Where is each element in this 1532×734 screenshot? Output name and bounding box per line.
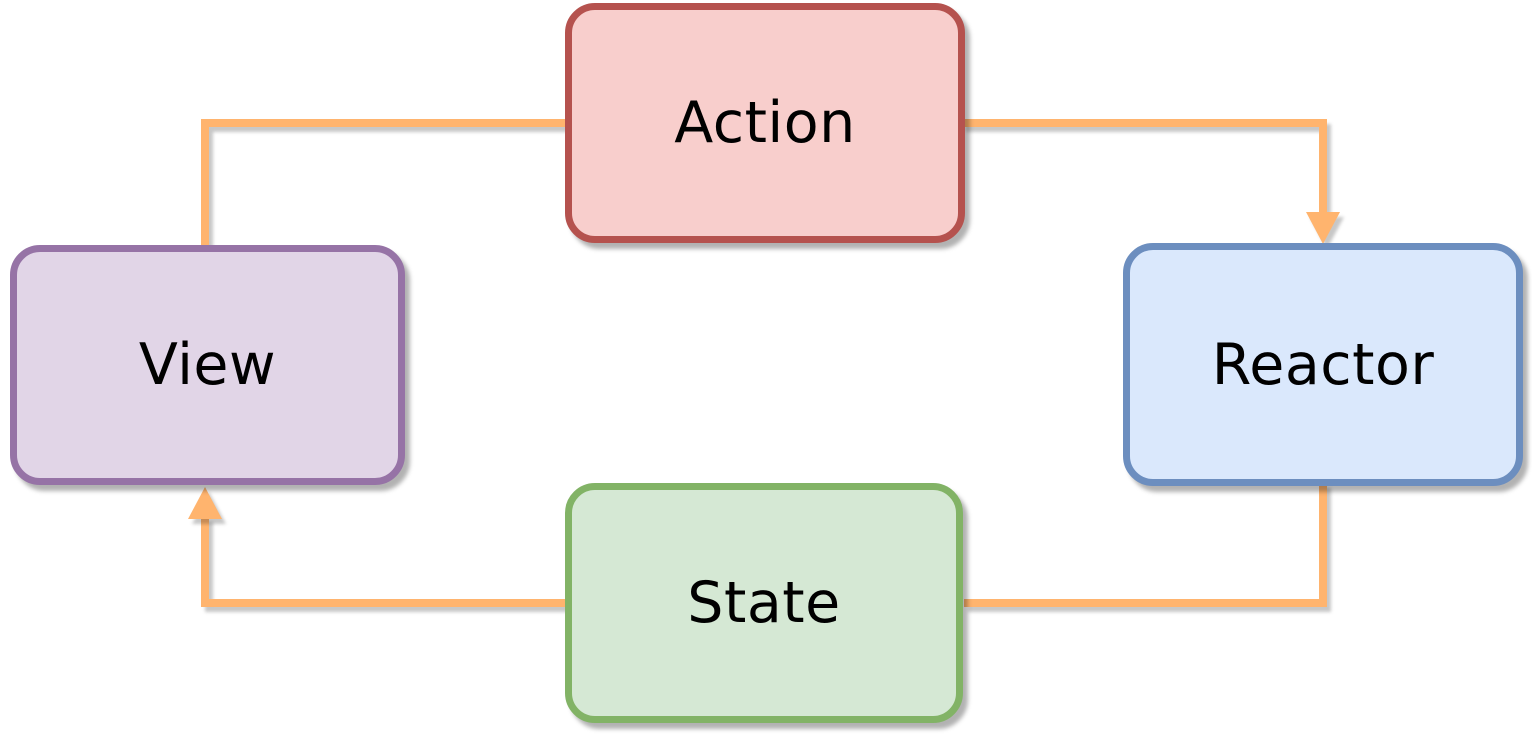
node-state: State <box>565 483 963 723</box>
edge-view-to-action <box>201 119 566 246</box>
edge-action-to-reactor <box>962 119 1327 214</box>
arrowhead-into-reactor-icon <box>1306 212 1340 244</box>
node-state-label: State <box>687 570 841 636</box>
node-reactor: Reactor <box>1123 243 1523 486</box>
node-action-label: Action <box>674 90 856 156</box>
node-action: Action <box>565 3 965 243</box>
arrowhead-into-view-icon <box>188 487 222 519</box>
node-reactor-label: Reactor <box>1211 331 1435 398</box>
node-view-label: View <box>138 332 277 398</box>
node-view: View <box>10 245 405 485</box>
edge-reactor-to-state <box>964 483 1327 607</box>
edge-state-to-view <box>201 517 566 607</box>
